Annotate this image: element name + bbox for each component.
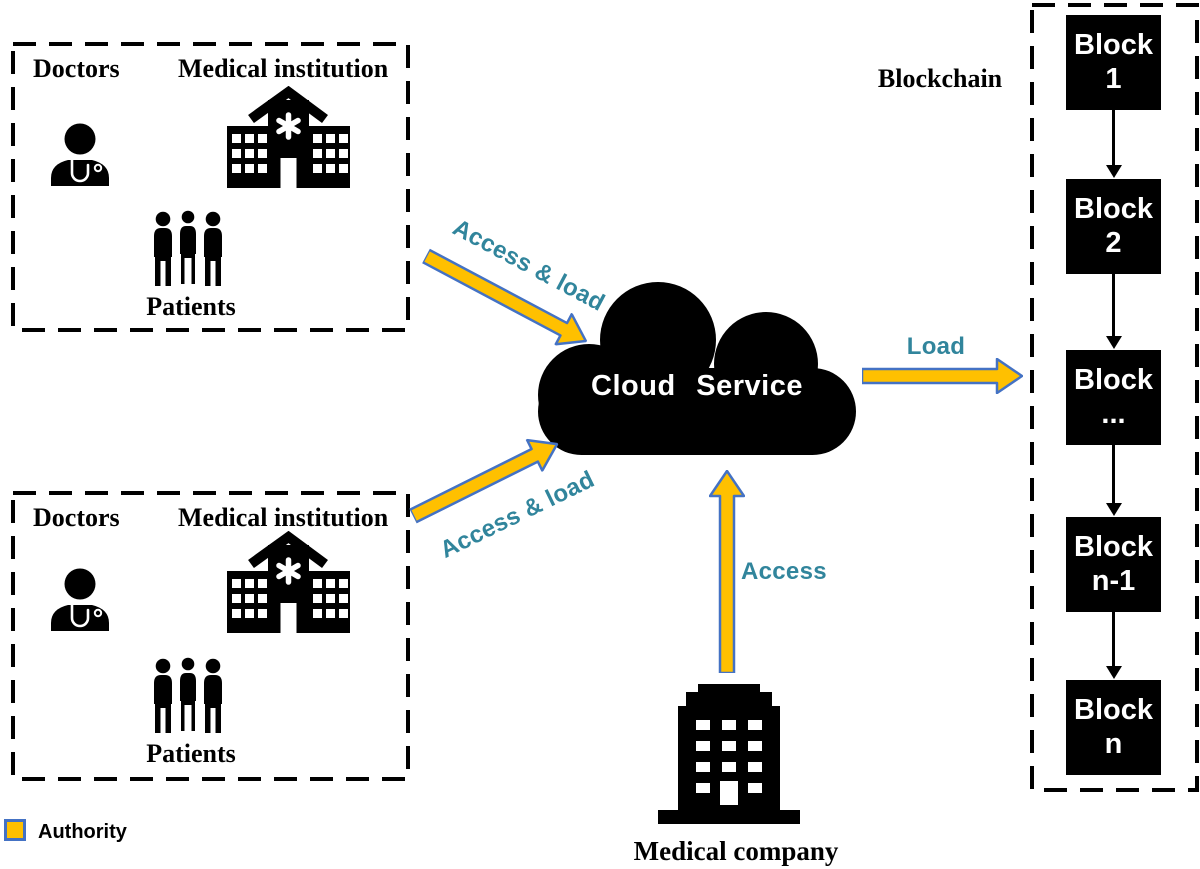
dashed-border-icon [11,42,410,332]
participants-group-top: Doctors Medical institution [11,42,410,332]
chain-link-arrowhead-icon [1106,666,1122,679]
block-line1: Block [1074,364,1153,397]
medical-institution-label: Medical institution [178,54,389,83]
doctor-icon [51,123,109,186]
dashed-border-icon [11,491,410,781]
blockchain-dashed-border-icon [1030,3,1199,792]
block-line2: ... [1101,397,1126,430]
doctors-label: Doctors [33,54,120,83]
load-label: Load [906,333,966,360]
block-line2: 2 [1105,226,1122,259]
block-ellipsis: Block ... [1066,350,1161,445]
chain-link-arrowhead-icon [1106,336,1122,349]
chain-link-line [1112,274,1115,336]
cloud-service-label: Cloud Service [591,370,803,402]
chain-link-line [1112,612,1115,666]
doctors-label: Doctors [33,503,120,532]
block-n-1: Block n-1 [1066,517,1161,612]
block-line1: Block [1074,531,1153,564]
block-line1: Block [1074,193,1153,226]
access-load-arrow-top [421,248,588,346]
doctor-icon [51,568,109,631]
patients-icon [154,208,222,286]
access-load-arrow-bottom [408,438,559,524]
block-line2: n-1 [1091,564,1136,597]
chain-link-arrowhead-icon [1106,165,1122,178]
authority-swatch [4,819,26,841]
medical-company-icon [658,684,800,824]
block-1: Block 1 [1066,15,1161,110]
chain-link-line [1112,445,1115,503]
medical-company-label: Medical company [633,836,839,866]
patients-label: Patients [146,292,236,321]
access-label: Access [741,558,827,585]
block-line1: Block [1074,29,1153,62]
cloud-service: Cloud Service [538,282,856,455]
patients-icon [154,655,222,733]
cloud-shape [538,368,856,455]
block-line2: 1 [1105,62,1122,95]
load-arrow [862,358,1023,394]
medical-institution-label: Medical institution [178,503,389,532]
participants-group-bottom: Doctors Medical institution [11,491,410,781]
authority-label: Authority [38,821,127,843]
chain-link-arrowhead-icon [1106,503,1122,516]
block-n: Block n [1066,680,1161,775]
hospital-icon [227,531,350,633]
access-arrow [709,470,745,673]
block-2: Block 2 [1066,179,1161,274]
patients-label: Patients [146,739,236,768]
blockchain-title: Blockchain [877,64,1003,93]
block-line2: n [1104,727,1123,760]
hospital-icon [227,86,350,188]
chain-link-line [1112,110,1115,165]
block-line1: Block [1074,694,1153,727]
